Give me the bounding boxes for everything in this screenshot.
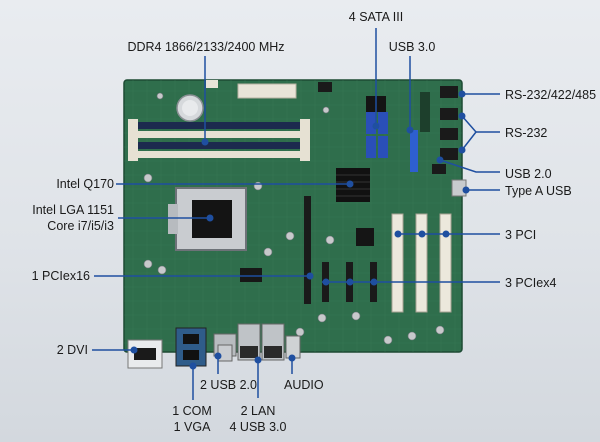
label-usb2-bottom: 2 USB 2.0 [200, 378, 257, 392]
rear-io [127, 323, 301, 369]
label-dvi: 2 DVI [56, 343, 88, 357]
label-pciex16: 1 PCIex16 [31, 269, 90, 283]
label-pci: 3 PCI [505, 228, 537, 242]
pciex16-slot [304, 196, 311, 304]
pci-slots [391, 213, 452, 313]
callout-lines [92, 28, 500, 400]
dimm-slots [128, 119, 310, 161]
label-rs232-422-485: RS-232/422/485 [505, 88, 597, 102]
label-lga1151: Intel LGA 1151 [32, 203, 114, 217]
serial-headers [420, 86, 458, 160]
label-rs232: RS-232 [505, 126, 548, 140]
callout-dots [130, 90, 470, 370]
label-usb3-top: USB 3.0 [388, 40, 436, 54]
label-sata: 4 SATA III [348, 10, 404, 24]
label-lan: 2 LAN [240, 404, 276, 418]
sata-ports [366, 112, 388, 158]
atx-power-connector [237, 83, 297, 99]
label-ddr4: DDR4 1866/2133/2400 MHz [127, 40, 285, 54]
usb3-header [410, 130, 418, 172]
label-usb3-bottom: 4 USB 3.0 [229, 420, 287, 434]
label-usb2-right: USB 2.0 [505, 167, 552, 181]
label-pciex4: 3 PCIex4 [505, 276, 557, 290]
label-core: Core i7/i5/i3 [47, 219, 114, 233]
label-vga: 1 VGA [173, 420, 211, 434]
label-type-a-usb: Type A USB [505, 184, 572, 198]
label-com: 1 COM [172, 404, 212, 418]
label-q170: Intel Q170 [56, 177, 114, 191]
label-audio: AUDIO [284, 378, 324, 392]
